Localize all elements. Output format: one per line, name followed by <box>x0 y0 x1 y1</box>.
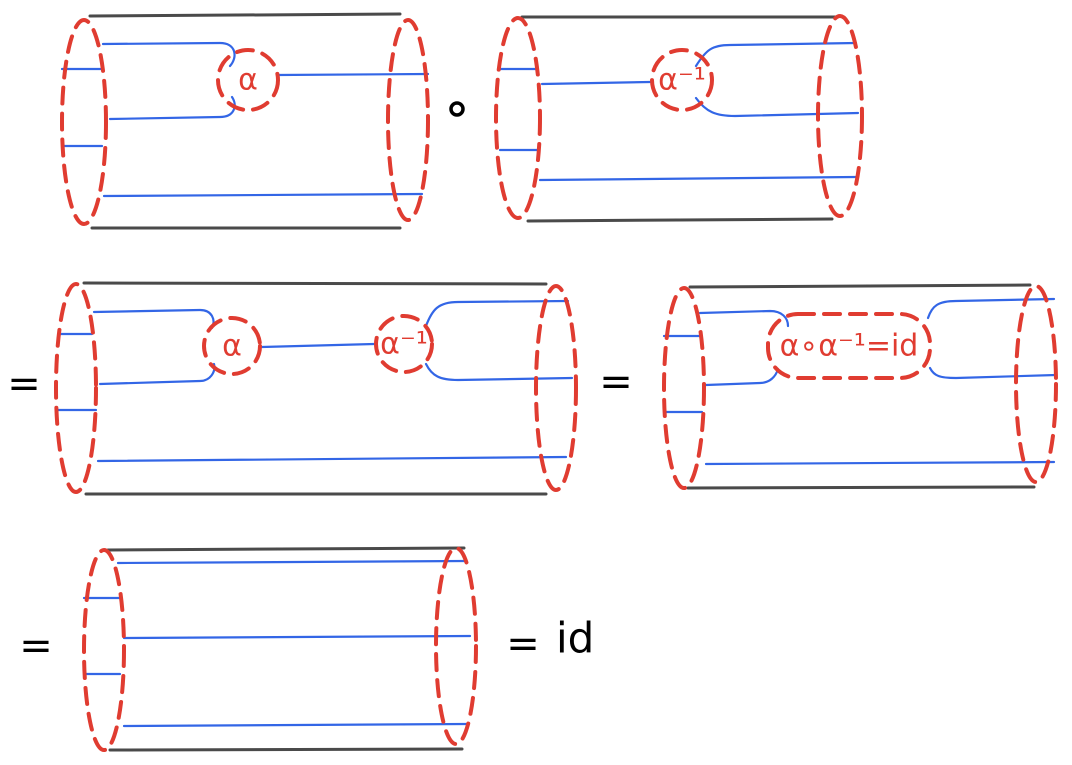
strand <box>928 366 1058 380</box>
equals-sign: = <box>7 361 41 407</box>
cylinder-top-edge <box>88 12 402 18</box>
cylinder-top-edge <box>82 281 548 286</box>
merged-coupon <box>766 312 932 380</box>
alpha-inverse-coupon <box>650 48 714 112</box>
strand <box>704 460 1056 466</box>
right-boundary-circle <box>1014 284 1058 484</box>
panel-alpha-inverse: α⁻¹ <box>494 14 864 223</box>
strand <box>260 342 376 349</box>
strand <box>116 559 468 565</box>
cylinder-bottom-edge <box>686 485 1036 490</box>
strand <box>424 362 574 382</box>
left-boundary-circle <box>82 548 126 752</box>
equals-sign: = <box>19 623 53 669</box>
alpha-inverse-coupon <box>374 314 434 374</box>
cylinder-bottom-edge <box>526 217 834 223</box>
strand <box>96 455 568 463</box>
strand <box>694 96 860 118</box>
strand <box>698 309 790 328</box>
right-boundary-circle <box>386 18 430 222</box>
strand <box>98 362 216 386</box>
strand <box>704 367 780 387</box>
compose-symbol <box>449 101 465 117</box>
right-boundary-circle <box>816 14 864 218</box>
panel-alpha-then-inverse: α α⁻¹ <box>54 281 578 496</box>
strand <box>538 175 858 182</box>
identity-label: id <box>556 614 594 663</box>
strand <box>540 80 652 86</box>
cylinder-top-edge <box>688 283 1032 289</box>
strand <box>92 308 215 330</box>
cylinder-bottom-edge <box>108 747 464 752</box>
alpha-label: α <box>222 329 242 364</box>
panel-merged: α∘α⁻¹=id <box>662 283 1058 490</box>
left-boundary-circle <box>662 286 706 490</box>
merged-coupon-label: α∘α⁻¹=id <box>780 329 919 364</box>
strand <box>122 722 468 728</box>
panel-alpha: α <box>60 12 430 230</box>
alpha-inverse-label: α⁻¹ <box>658 63 706 98</box>
equals-sign: = <box>506 621 540 667</box>
equals-sign: = <box>599 359 633 405</box>
alpha-inverse-label: α⁻¹ <box>380 327 428 362</box>
alpha-label: α <box>238 63 258 98</box>
panel-identity <box>82 546 478 752</box>
strand <box>108 95 236 121</box>
alpha-coupon <box>202 316 262 376</box>
right-boundary-circle <box>434 546 478 746</box>
strand <box>122 634 472 640</box>
left-boundary-circle <box>494 16 542 220</box>
strand <box>275 72 430 77</box>
strand <box>694 41 858 68</box>
cylinder-top-edge <box>106 546 466 552</box>
alpha-coupon <box>216 48 280 112</box>
strand <box>102 192 424 198</box>
left-boundary-circle <box>54 282 98 494</box>
left-boundary-circle <box>60 18 108 226</box>
strand <box>926 297 1056 320</box>
right-boundary-circle <box>534 284 578 492</box>
strand <box>101 41 236 68</box>
strand <box>424 299 570 328</box>
